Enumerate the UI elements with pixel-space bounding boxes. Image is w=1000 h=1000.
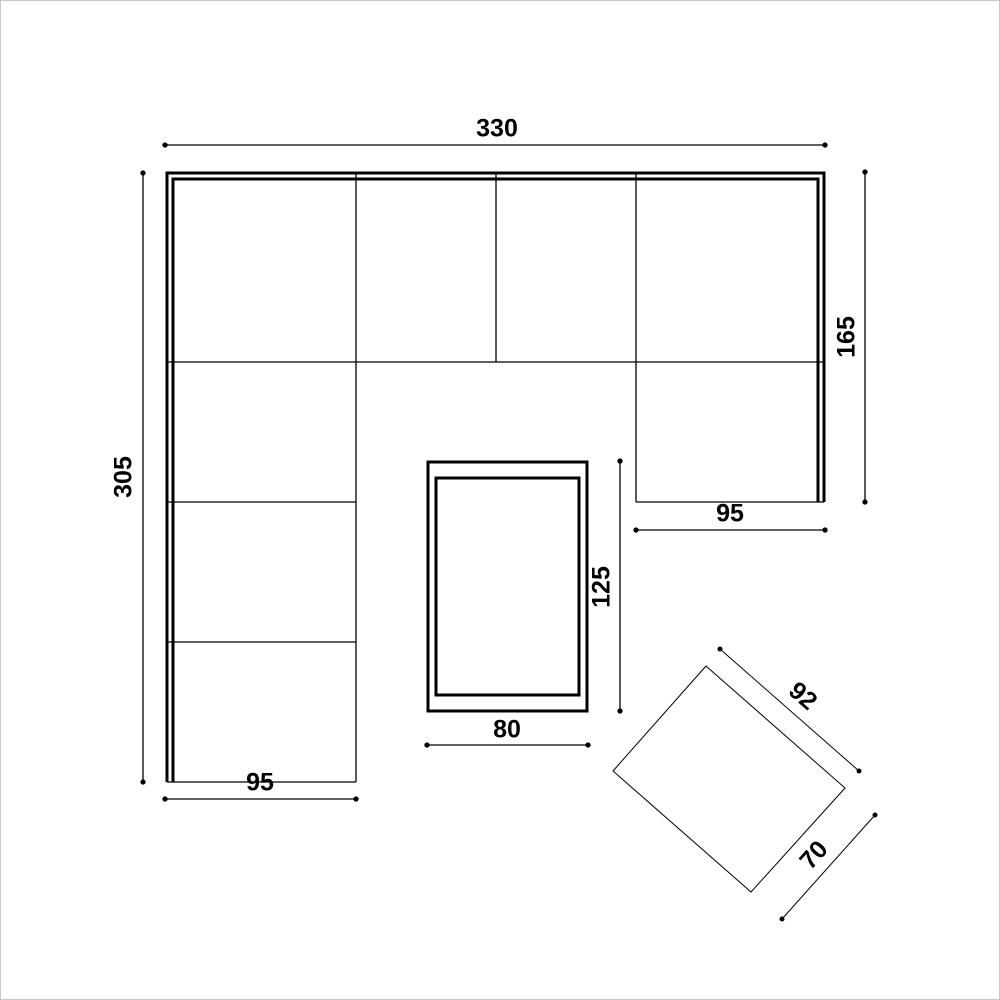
corner-sofa	[165, 171, 826, 783]
dim-330	[162, 142, 828, 148]
dim-80	[424, 742, 591, 748]
label-ottoman-width: 70	[794, 835, 833, 874]
table-outer	[426, 460, 589, 713]
ottoman	[612, 665, 846, 893]
dim-125	[617, 458, 623, 714]
dim-305	[140, 170, 146, 785]
label-table-length: 125	[588, 566, 616, 608]
label-sofa-left-depth: 305	[110, 456, 138, 498]
dimension-lines	[140, 142, 878, 922]
label-table-width: 80	[493, 716, 521, 744]
label-sofa-left-arm-width: 95	[246, 769, 274, 797]
label-sofa-right-depth: 165	[833, 316, 861, 358]
dim-70	[779, 812, 878, 922]
sofa-seat-divisions	[167, 173, 824, 783]
dim-95-left	[162, 796, 359, 802]
dim-165	[862, 169, 868, 505]
table-inner	[434, 476, 581, 697]
dim-95-right	[633, 527, 828, 533]
label-sofa-right-arm-width: 95	[716, 500, 744, 528]
coffee-table	[426, 460, 589, 713]
label-sofa-total-width: 330	[476, 115, 518, 143]
dim-92	[717, 646, 862, 774]
